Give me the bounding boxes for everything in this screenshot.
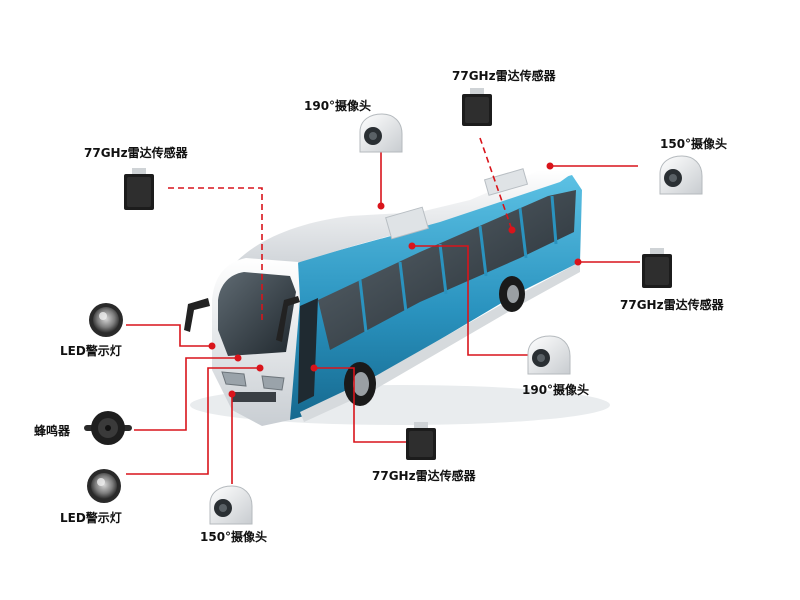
bus-windshield [218, 272, 296, 356]
dome-camera-icon [527, 335, 571, 375]
bus-grille [232, 392, 276, 402]
bus-rear-wheel [499, 276, 525, 312]
bus-front-wheel [344, 362, 376, 406]
bus-headlight-right [261, 375, 285, 391]
bus-mirror-left [184, 298, 210, 332]
label-cam150-bottom: 150°摄像头 [200, 530, 268, 544]
label-radar-top: 77GHz雷达传感器 [452, 69, 556, 83]
line-buzzer [134, 357, 238, 431]
dome-camera-icon [209, 485, 253, 525]
dot-radar-bottom [310, 364, 318, 372]
label-cam190-top: 190°摄像头 [304, 99, 372, 113]
bus-headlight-left [221, 371, 247, 387]
dot-cam150-right [546, 162, 554, 170]
dot-cam190-mid [408, 242, 416, 250]
dot-cam190-top [377, 202, 385, 210]
line-radar-bottom [314, 367, 406, 443]
dot-radar-right [574, 258, 582, 266]
dome-camera-icon [659, 155, 703, 195]
bus-front-door [298, 298, 318, 404]
label-buzzer: 蜂鸣器 [34, 424, 71, 438]
label-cam190-mid: 190°摄像头 [522, 383, 590, 397]
dot-led-top [208, 342, 216, 350]
label-cam150-right: 150°摄像头 [660, 137, 728, 151]
radar-sensor-icon [462, 88, 492, 126]
dot-cam150-bottom [228, 390, 236, 398]
line-cam190-mid [412, 245, 528, 356]
connector-lines [126, 137, 640, 484]
roof-ac-rear [483, 168, 529, 196]
radar-sensor-icon [406, 422, 436, 460]
led-light-icon [87, 469, 121, 503]
bus-mirror-right [276, 296, 300, 342]
dot-radar-top [508, 226, 516, 234]
line-led-bottom [126, 367, 260, 475]
label-radar-left: 77GHz雷达传感器 [84, 146, 188, 160]
line-led-top [126, 324, 212, 347]
dot-buzzer [234, 354, 242, 362]
roof-ac-front [385, 206, 429, 240]
radar-sensor-icon [124, 168, 154, 210]
line-radar-left [168, 187, 263, 320]
connection-dots [208, 162, 582, 398]
led-light-icon [89, 303, 123, 337]
label-radar-right: 77GHz雷达传感器 [620, 298, 724, 312]
buzzer-icon [84, 411, 132, 445]
label-radar-bottom: 77GHz雷达传感器 [372, 469, 476, 483]
dome-camera-icon [359, 113, 403, 153]
dot-led-bottom [256, 364, 264, 372]
line-radar-top [479, 137, 513, 231]
label-led-bottom: LED警示灯 [60, 511, 122, 525]
label-led-top: LED警示灯 [60, 344, 122, 358]
radar-sensor-icon [642, 248, 672, 288]
window-pillars [358, 195, 558, 333]
